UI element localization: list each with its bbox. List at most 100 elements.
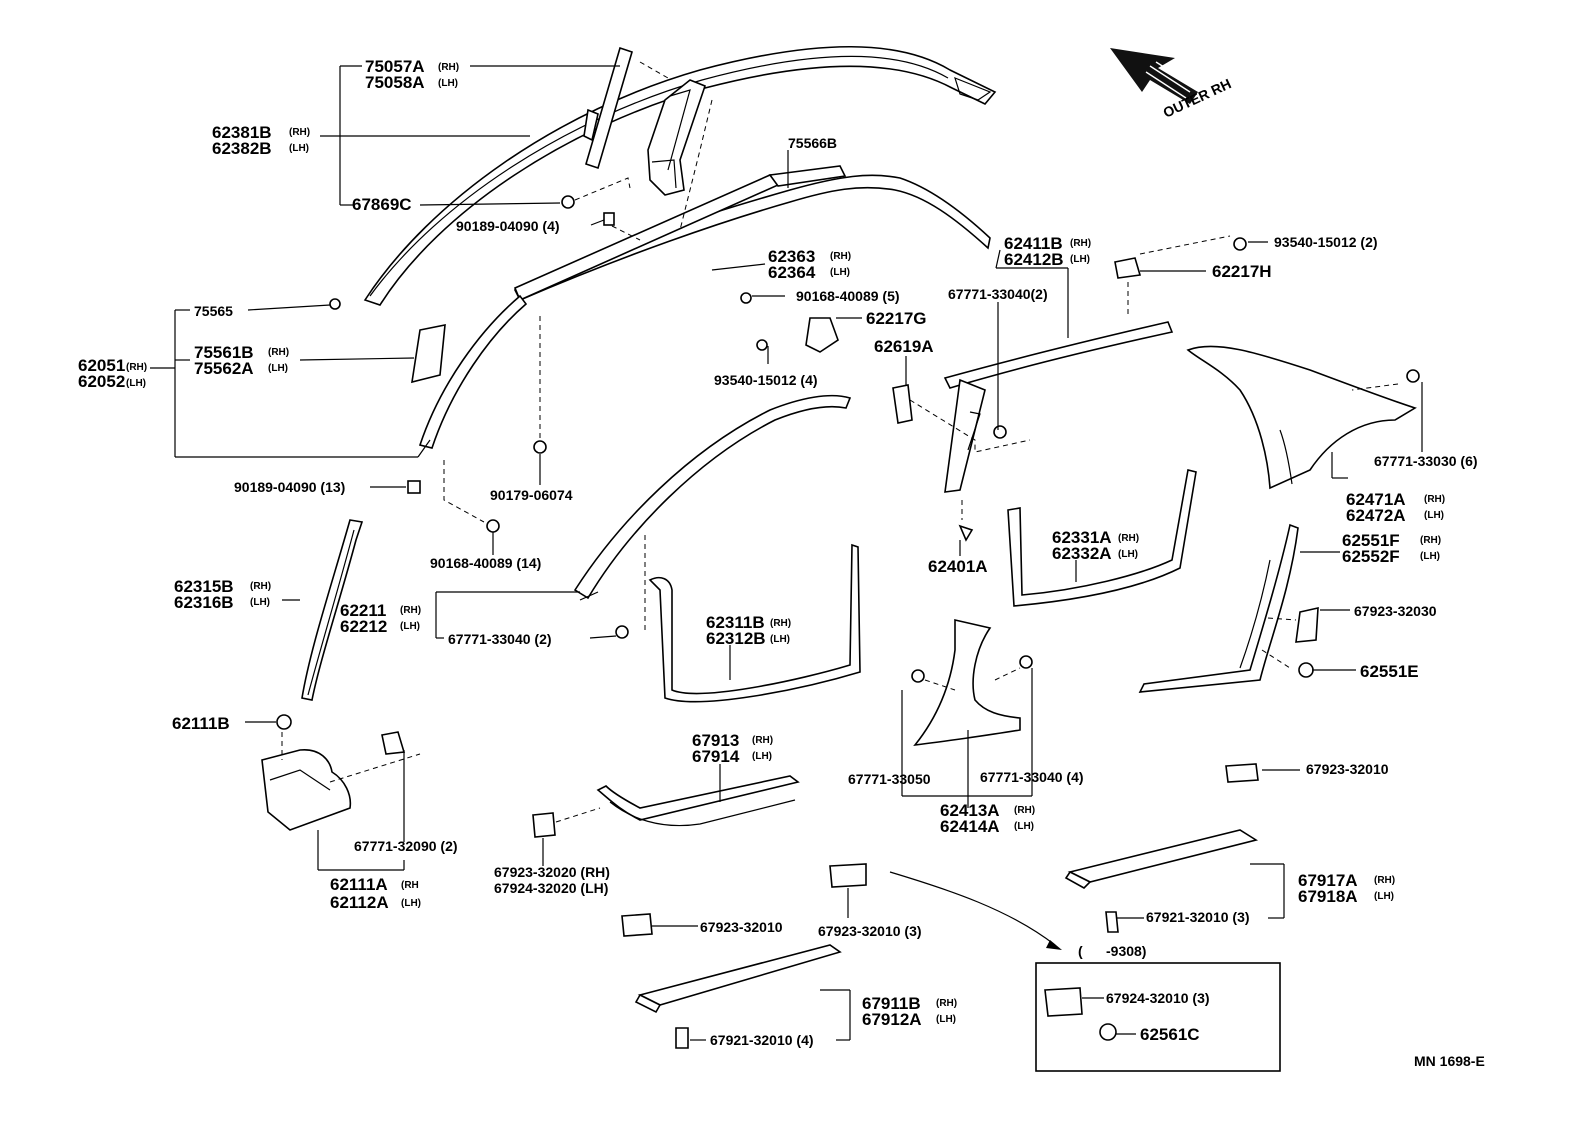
suffix-lh: (LH) — [250, 597, 270, 608]
quarter-trim-panel — [1186, 345, 1417, 490]
label-67918a: 67918A — [1298, 887, 1358, 906]
label-62381b: 62381B — [212, 123, 272, 142]
label-62331a: 62331A — [1052, 528, 1112, 547]
label-67771-33040-4: 67771-33040 (4) — [980, 769, 1084, 785]
label-67911b: 67911B — [862, 994, 921, 1013]
rear-door-scuff-plate — [1064, 829, 1259, 889]
label-62551e: 62551E — [1360, 662, 1419, 681]
label-62471a: 62471A — [1346, 490, 1406, 509]
label-75561b: 75561B — [194, 343, 254, 362]
suffix-lh: (LH) — [830, 267, 850, 278]
suffix-rh: (RH) — [1420, 535, 1441, 546]
suffix-rh: (RH) — [126, 362, 147, 373]
label-62111b: 62111B — [172, 714, 230, 733]
suffix-lh: (LH) — [1070, 254, 1090, 265]
suffix-lh: (LH) — [1014, 821, 1034, 832]
label-67913: 67913 — [692, 731, 739, 750]
label-62217h: 62217H — [1212, 262, 1272, 281]
label-75565: 75565 — [194, 303, 233, 319]
front-door-scuff-plate — [596, 775, 800, 827]
center-pillar-garnish-upper — [647, 79, 707, 196]
center-pillar-garnish-lower — [913, 618, 1021, 747]
label-90189-04090-4: 90189-04090 (4) — [456, 218, 560, 234]
label-67914: 67914 — [692, 747, 740, 766]
label-62311b: 62311B — [706, 613, 765, 632]
label-62051: 62051 — [78, 356, 125, 375]
suffix-lh: (LH) — [400, 621, 420, 632]
label-62312b: 62312B — [706, 629, 766, 648]
front-door-opening-trim — [573, 394, 861, 703]
quarter-window-weatherstrip — [583, 46, 633, 170]
label-62472a: 62472A — [1346, 506, 1406, 525]
suffix-rh: (RH) — [250, 581, 271, 592]
assembly-dash-lines — [281, 61, 1399, 823]
suffix-rh: (RH — [401, 880, 419, 891]
label-93540-15012-2: 93540-15012 (2) — [1274, 234, 1378, 250]
label-62315b: 62315B — [174, 577, 234, 596]
label-67771-33040-2: 67771-33040(2) — [948, 286, 1048, 302]
label-62211: 62211 — [340, 601, 386, 620]
suffix-lh: (LH) — [1118, 549, 1138, 560]
label-90168-40089-14: 90168-40089 (14) — [430, 555, 541, 571]
suffix-lh: (LH) — [1420, 551, 1440, 562]
label-62411b: 62411B — [1004, 234, 1063, 253]
label-67923-32030: 67923-32030 — [1354, 603, 1437, 619]
outer-rh-arrow-icon — [1110, 48, 1198, 104]
suffix-rh: (RH) — [438, 62, 459, 73]
label-62551f: 62551F — [1342, 531, 1400, 550]
suffix-rh: (RH) — [1424, 494, 1445, 505]
label-67921-32010-4: 67921-32010 (4) — [710, 1032, 814, 1048]
rear-pillar-lower-garnish — [1138, 523, 1299, 693]
label-62414a: 62414A — [940, 817, 1000, 836]
suffix-rh: (RH) — [1374, 875, 1395, 886]
suffix-rh: (RH) — [830, 251, 851, 262]
label-62401a: 62401A — [928, 557, 988, 576]
label-75057a: 75057A — [365, 57, 425, 76]
suffix-lh: (LH) — [1424, 510, 1444, 521]
label-93540-15012-4: 93540-15012 (4) — [714, 372, 818, 388]
label-67923-32020: 67923-32020 (RH) — [494, 864, 610, 880]
suffix-rh: (RH) — [400, 605, 421, 616]
suffix-lh: (LH) — [268, 363, 288, 374]
label-62212: 62212 — [340, 617, 387, 636]
label-67923-32010-3: 67923-32010 (3) — [818, 923, 922, 939]
suffix-lh: (LH) — [438, 78, 458, 89]
label-75058a: 75058A — [365, 73, 425, 92]
label-67923-32010-right: 67923-32010 — [1306, 761, 1389, 777]
label-62364: 62364 — [768, 263, 816, 282]
label-90189-04090-13: 90189-04090 (13) — [234, 479, 345, 495]
label-67924-32020: 67924-32020 (LH) — [494, 880, 608, 896]
leader-lines — [150, 65, 1423, 1041]
suffix-lh: (LH) — [1374, 891, 1394, 902]
clip-icons — [276, 195, 1420, 1049]
suffix-rh: (RH) — [289, 127, 310, 138]
label-62052: 62052 — [78, 372, 125, 391]
label-67924-32010-3: 67924-32010 (3) — [1106, 990, 1210, 1006]
label-67869c: 67869C — [352, 195, 412, 214]
label-90179-06074: 90179-06074 — [490, 487, 573, 503]
label-67771-33050: 67771-33050 — [848, 771, 931, 787]
suffix-lh: (LH) — [770, 634, 790, 645]
label-62561c: 62561C — [1140, 1025, 1200, 1044]
suffix-lh: (LH) — [289, 143, 309, 154]
suffix-lh: (LH) — [401, 898, 421, 909]
label-62412b: 62412B — [1004, 250, 1064, 269]
inset-box — [1035, 962, 1281, 1072]
label-62112a: 62112A — [330, 893, 389, 912]
label-62217g: 62217G — [866, 309, 927, 328]
label-75566b: 75566B — [788, 135, 837, 151]
front-pillar-garnish — [301, 519, 364, 701]
suffix-rh: (RH) — [770, 618, 791, 629]
roof-side-inner-garnish — [943, 321, 1174, 493]
suffix-rh: (RH) — [268, 347, 289, 358]
suffix-lh: (LH) — [752, 751, 772, 762]
label-67771-32090-2: 67771-32090 (2) — [354, 838, 458, 854]
roof-drip-weatherstrip — [418, 165, 991, 449]
floor-carpet-edge — [889, 871, 1062, 950]
rear-door-opening-trim — [1007, 469, 1197, 607]
label-67921-32010-3: 67921-32010 (3) — [1146, 909, 1250, 925]
label-62619a: 62619A — [874, 337, 934, 356]
cowl-side-trim — [261, 749, 352, 831]
suffix-rh: (RH) — [1118, 533, 1139, 544]
